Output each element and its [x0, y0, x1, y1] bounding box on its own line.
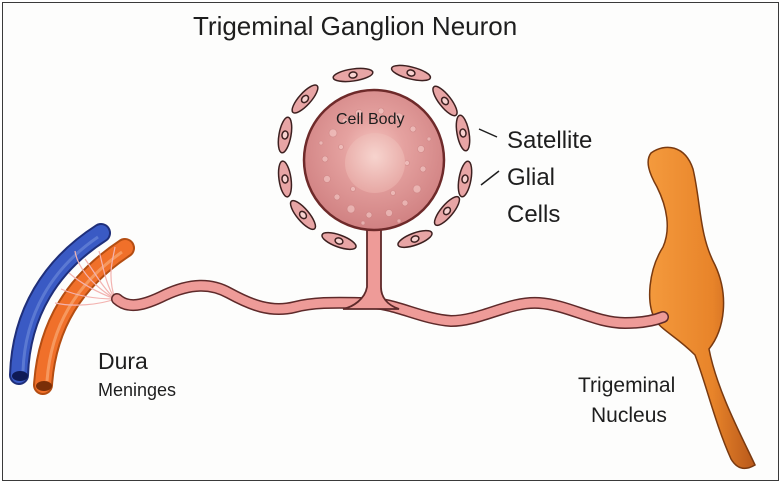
glial-cell: [390, 64, 432, 82]
glial-cell: [277, 116, 293, 154]
glial-cell: [433, 195, 461, 227]
glial-cell: [457, 160, 473, 198]
satellite-label-line2: Glial: [507, 164, 556, 191]
cell-body: [302, 88, 446, 232]
diagram-title: Trigeminal Ganglion Neuron: [193, 11, 518, 41]
diagram-canvas: [9, 64, 756, 470]
glial-cell: [321, 231, 357, 251]
dura-label: Dura: [98, 348, 148, 374]
blood-vessels: [9, 223, 135, 395]
trigeminal-nucleus-label-line2: Nucleus: [591, 404, 667, 427]
meninges-label: Meninges: [98, 380, 177, 400]
trigeminal-nucleus-shape: [647, 146, 756, 470]
glial-cell: [455, 114, 471, 152]
glial-cell: [291, 84, 319, 114]
satellite-label-line3: Cells: [507, 201, 561, 228]
glial-cell: [332, 67, 374, 83]
nucleus-region: [345, 133, 405, 193]
glial-cell: [432, 85, 458, 117]
satellite-leader-lines: [478, 128, 500, 186]
cell-body-label: Cell Body: [336, 111, 405, 128]
neuron-stem: [342, 224, 400, 310]
glial-cell: [289, 199, 317, 231]
nerve-endings: [54, 246, 116, 306]
satellite-glial-ring: [277, 64, 473, 251]
satellite-label-line1: Satellite: [507, 127, 593, 154]
glial-cell: [277, 160, 293, 198]
trigeminal-nucleus-label-line1: Trigeminal: [578, 374, 676, 397]
vein-opening: [12, 371, 28, 381]
artery-opening: [36, 381, 52, 391]
glial-cell: [397, 229, 433, 249]
